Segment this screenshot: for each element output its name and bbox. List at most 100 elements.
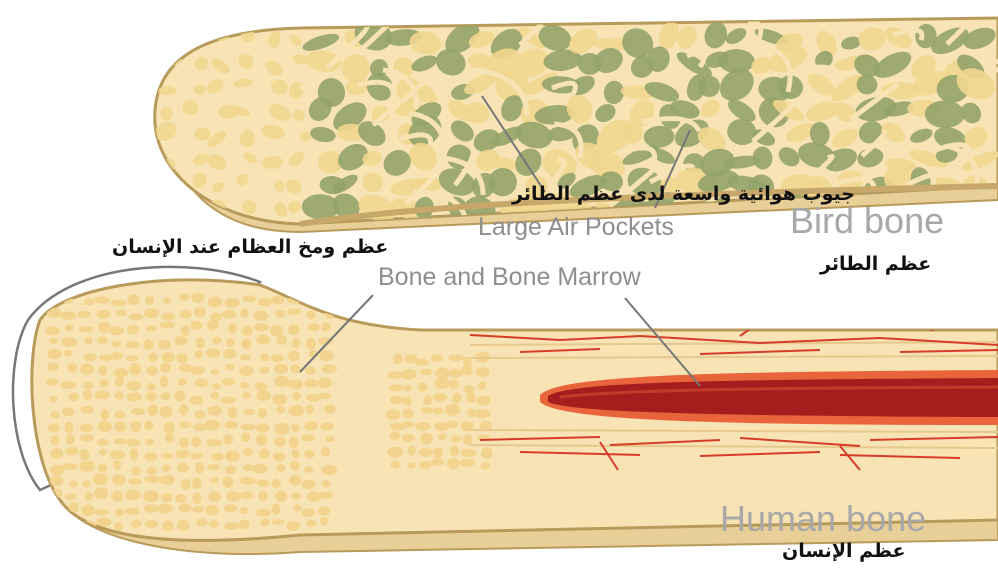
spongy-cell	[434, 378, 450, 389]
spongy-cell	[275, 491, 287, 502]
spongy-cell	[322, 480, 331, 487]
spongy-cell	[445, 404, 460, 416]
human-bone-title-en: Human bone	[720, 498, 926, 540]
spongy-cell	[144, 504, 159, 513]
spongy-cell	[175, 450, 189, 459]
spongy-cell	[241, 339, 251, 349]
spongy-cell	[161, 352, 175, 362]
spongy-cell	[94, 509, 108, 515]
spongy-cell	[177, 463, 189, 473]
spongy-cell	[49, 396, 58, 403]
spongy-cell	[60, 311, 76, 319]
spongy-cell	[423, 395, 432, 406]
spongy-cell	[115, 391, 124, 400]
spongy-cell	[270, 325, 283, 336]
spongy-cell	[161, 493, 173, 503]
spongy-cell	[272, 479, 281, 488]
spongy-cell	[448, 379, 459, 389]
spongy-cell	[114, 522, 123, 531]
spongy-cell	[194, 307, 206, 317]
spongy-cell	[210, 477, 219, 483]
spongy-cell	[131, 408, 145, 415]
spongy-cell	[83, 382, 93, 389]
spongy-cell	[175, 494, 186, 503]
spongy-cell	[393, 354, 403, 365]
spongy-cell	[81, 504, 95, 516]
spongy-cell	[274, 364, 288, 374]
spongy-cell	[318, 378, 332, 389]
spongy-cell	[51, 448, 64, 459]
spongy-cell	[83, 390, 92, 401]
spongy-cell	[145, 520, 159, 528]
spongy-cell	[98, 464, 107, 473]
spongy-cell	[275, 310, 285, 318]
spongy-cell	[432, 408, 443, 415]
spongy-cell	[65, 447, 79, 455]
spongy-cell	[276, 335, 287, 345]
spongy-cell	[421, 407, 433, 413]
spongy-cell	[47, 363, 59, 372]
spongy-cell	[325, 436, 334, 442]
spongy-cell	[190, 395, 203, 405]
spongy-cell	[147, 383, 156, 391]
spongy-cell	[240, 382, 249, 389]
spongy-cell	[402, 421, 415, 427]
spongy-cell	[65, 493, 76, 499]
spongy-cell	[257, 408, 266, 418]
spongy-cell	[418, 382, 428, 392]
spongy-cell	[305, 366, 316, 375]
spongy-cell	[160, 376, 169, 388]
spongy-cell	[244, 409, 256, 415]
spongy-cell	[256, 479, 269, 486]
spongy-cell	[83, 353, 97, 361]
spongy-cell	[258, 298, 272, 307]
spongy-cell	[47, 349, 62, 359]
bird-air-pockets-label-en: Large Air Pockets	[478, 213, 674, 242]
spongy-cell	[407, 463, 415, 469]
spongy-cell	[254, 311, 269, 321]
spongy-cell	[144, 421, 153, 431]
spongy-cell	[79, 449, 89, 460]
spongy-cell	[431, 458, 444, 466]
spongy-cell	[403, 396, 412, 406]
spongy-cell	[84, 298, 94, 305]
spongy-cell	[291, 449, 299, 458]
spongy-cell	[261, 519, 270, 527]
spongy-cell	[289, 437, 299, 448]
spongy-cell	[286, 521, 300, 531]
spongy-cell	[240, 424, 256, 431]
spongy-cell	[224, 522, 239, 530]
spongy-cell	[113, 460, 121, 470]
spongy-cell	[97, 517, 112, 526]
spongy-cell	[222, 310, 236, 319]
spongy-cell	[191, 453, 203, 460]
spongy-cell	[463, 385, 474, 392]
spongy-cell	[292, 492, 301, 499]
spongy-cell	[390, 460, 400, 468]
spongy-cell	[146, 392, 157, 401]
spongy-cell	[319, 393, 332, 400]
spongy-cell	[127, 439, 141, 447]
spongy-cell	[130, 421, 141, 432]
spongy-cell	[320, 517, 329, 525]
spongy-cell	[256, 335, 270, 345]
spongy-cell	[211, 392, 220, 400]
spongy-cell	[271, 295, 285, 304]
spongy-cell	[97, 336, 108, 344]
spongy-cell	[305, 379, 318, 388]
spongy-cell	[66, 520, 75, 526]
spongy-cell	[208, 406, 223, 416]
spongy-cell	[225, 364, 234, 370]
spongy-cell	[301, 480, 315, 489]
spongy-cell	[80, 424, 94, 433]
spongy-cell	[292, 338, 301, 349]
spongy-cell	[78, 311, 91, 318]
spongy-cell	[177, 378, 187, 386]
spongy-cell	[290, 364, 301, 373]
spongy-cell	[447, 420, 458, 428]
spongy-cell	[276, 406, 285, 414]
spongy-cell	[195, 410, 206, 419]
spongy-cell	[321, 447, 330, 457]
spongy-cell	[68, 363, 78, 373]
spongy-cell	[208, 492, 221, 503]
